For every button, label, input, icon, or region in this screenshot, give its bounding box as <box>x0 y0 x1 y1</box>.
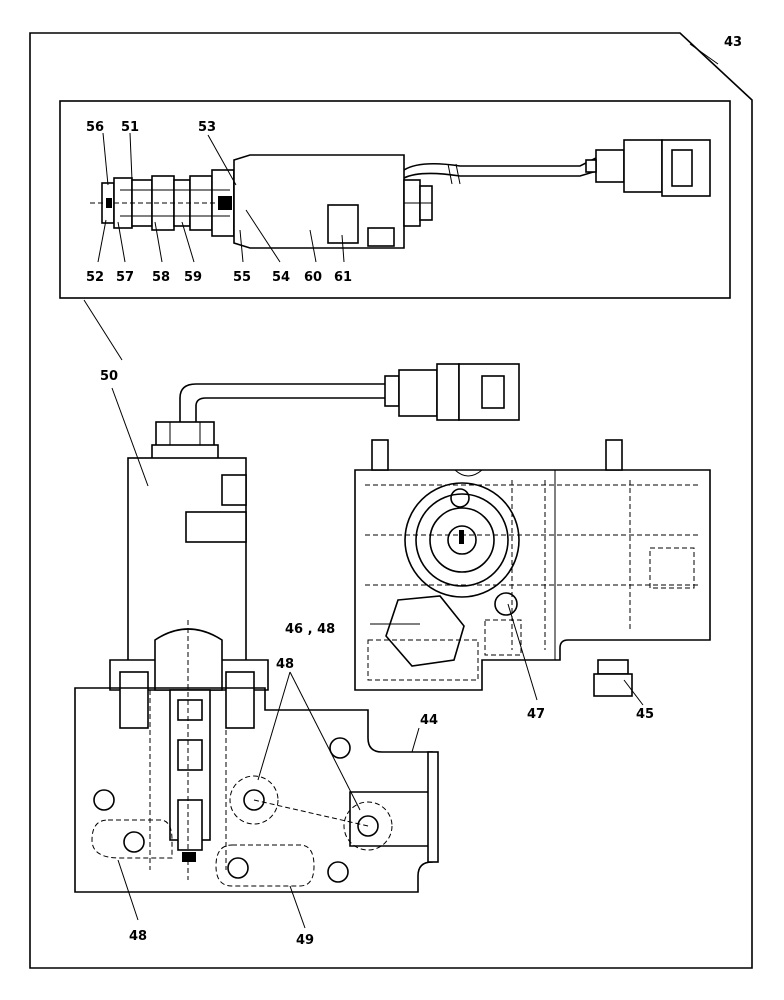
callout-61: 61 <box>334 270 352 285</box>
callout-52: 52 <box>86 270 104 285</box>
detail-inset-frame <box>59 100 731 299</box>
outer-frame <box>29 32 753 969</box>
callout-59: 59 <box>184 270 202 285</box>
inset-solenoid-valve <box>90 139 711 249</box>
leader-lines <box>83 43 719 929</box>
callout-54: 54 <box>272 270 290 285</box>
callout-43: 43 <box>724 35 742 50</box>
callout-50: 50 <box>100 369 118 384</box>
callout-44: 44 <box>420 713 438 728</box>
callout-53: 53 <box>198 120 216 135</box>
callout-48-top: 48 <box>276 657 294 672</box>
callout-45: 45 <box>636 707 654 722</box>
callout-48-bottom: 48 <box>129 929 147 944</box>
callout-51: 51 <box>121 120 139 135</box>
callout-58: 58 <box>152 270 170 285</box>
callout-49: 49 <box>296 933 314 948</box>
callout-55: 55 <box>233 270 251 285</box>
valve-block-right <box>354 439 711 697</box>
valve-block-44 <box>74 687 439 893</box>
callout-46-48: 46 , 48 <box>285 622 335 637</box>
callout-56: 56 <box>86 120 104 135</box>
callout-60: 60 <box>304 270 322 285</box>
callout-57: 57 <box>116 270 134 285</box>
solenoid-valve-assembly <box>109 363 520 880</box>
callout-47: 47 <box>527 707 545 722</box>
